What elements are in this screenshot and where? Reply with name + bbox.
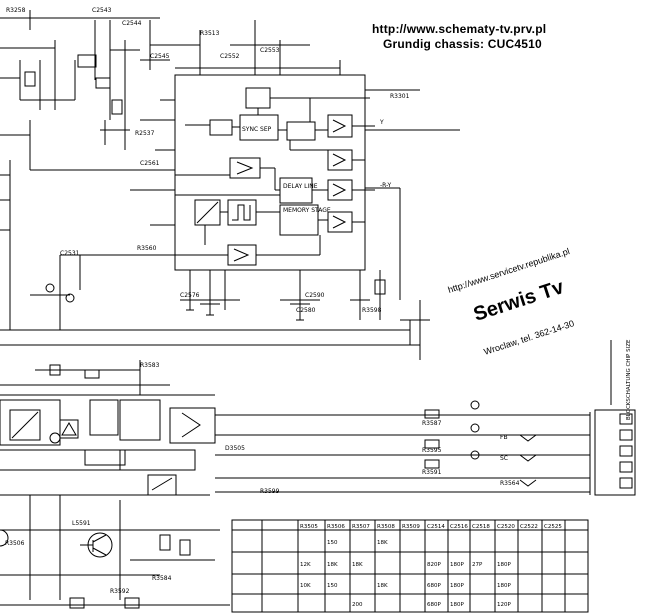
table-cell: 680P (427, 583, 441, 589)
table-header-cell: C2520 (497, 524, 515, 530)
label-uv-note: -R-Y (380, 182, 392, 189)
table-cell: 180P (497, 562, 511, 568)
table-cell: 180P (497, 583, 511, 589)
label-fb: FB (500, 434, 508, 441)
label-sc: SC (500, 455, 508, 462)
table-cell: 27P (472, 562, 483, 568)
label-r3301: R3301 (390, 93, 410, 100)
label-r3592: R3592 (110, 588, 130, 595)
label-r3583: R3583 (140, 362, 160, 369)
label-l5591: L5591 (72, 520, 91, 527)
label-r3560: R3560 (137, 245, 157, 252)
schematic-wires (0, 10, 636, 613)
label-c2545: C2545 (150, 53, 170, 60)
table-cell: 18K (377, 540, 388, 546)
table-header-cell: C2516 (450, 524, 468, 530)
label-c2590: C2590 (305, 292, 325, 299)
table-header-cell: R3506 (327, 524, 345, 530)
label-r3506: R3506 (5, 540, 25, 547)
component-labels: R3258 C2543 C2544 C2545 C2552 C2553 C256… (5, 7, 520, 595)
header-chassis: Grundig chassis: CUC4510 (383, 37, 542, 51)
label-r2537: R2537 (135, 130, 155, 137)
table-cell: 680P (427, 602, 441, 608)
table-cell: 12K (300, 562, 311, 568)
table-cell: 120P (497, 602, 511, 608)
table-cell: 200 (352, 602, 363, 608)
table-header-cell: R3507 (352, 524, 370, 530)
header-url: http://www.schematy-tv.prv.pl (372, 22, 547, 36)
label-c2552: C2552 (220, 53, 240, 60)
label-r3587: R3587 (422, 420, 442, 427)
label-c2553: C2553 (260, 47, 280, 54)
table-cell: 150 (327, 583, 338, 589)
label-r3598: R3598 (362, 307, 382, 314)
label-r3595: R3595 (422, 447, 442, 454)
component-table: R3505 R3506 R3507 R3508 R3509 C2514 C2516 C2518… (300, 524, 562, 608)
label-r3564: R3564 (500, 480, 520, 487)
table-cell: 150 (327, 540, 338, 546)
label-r3258: R3258 (6, 7, 26, 14)
label-r3584: R3584 (152, 575, 172, 582)
label-c2576: C2576 (180, 292, 200, 299)
table-header-cell: C2525 (544, 524, 562, 530)
table-cell: 10K (300, 583, 311, 589)
label-r3599: R3599 (260, 488, 280, 495)
table-header-cell: C2522 (520, 524, 538, 530)
label-r3513: R3513 (200, 30, 220, 37)
table-cell: 18K (352, 562, 363, 568)
table-header-cell: R3509 (402, 524, 420, 530)
label-r3591: R3591 (422, 469, 442, 476)
label-c2531: C2531 (60, 250, 80, 257)
label-c2543: C2543 (92, 7, 112, 14)
table-header-cell: C2518 (472, 524, 490, 530)
table-cell: 820P (427, 562, 441, 568)
label-y-out: Y (379, 119, 384, 126)
label-c2544: C2544 (122, 20, 142, 27)
table-cell: 180P (450, 602, 464, 608)
label-d3505: D3505 (225, 445, 245, 452)
table-header-cell: R3508 (377, 524, 395, 530)
block-sync-sep: SYNC SEP (242, 126, 272, 133)
label-c2561: C2561 (140, 160, 160, 167)
table-header-cell: C2514 (427, 524, 445, 530)
table-header-cell: R3505 (300, 524, 318, 530)
table-cell: 18K (327, 562, 338, 568)
table-cell: 18K (377, 583, 388, 589)
table-cell: 180P (450, 583, 464, 589)
stamp-city-phone: Wroclaw, tel. 362-14-30 (483, 318, 576, 357)
label-c2580: C2580 (296, 307, 316, 314)
serwis-tv-stamp: http://www.servicetv.republika.pl Serwis… (447, 246, 576, 357)
connector-vertical-label: BLOCKSCHALTUNG CHIP SIZE (626, 339, 632, 420)
table-cell: 180P (450, 562, 464, 568)
block-delay-line: DELAY LINE (283, 183, 318, 190)
block-memory-stage: MEMORY STAGE (283, 207, 331, 214)
